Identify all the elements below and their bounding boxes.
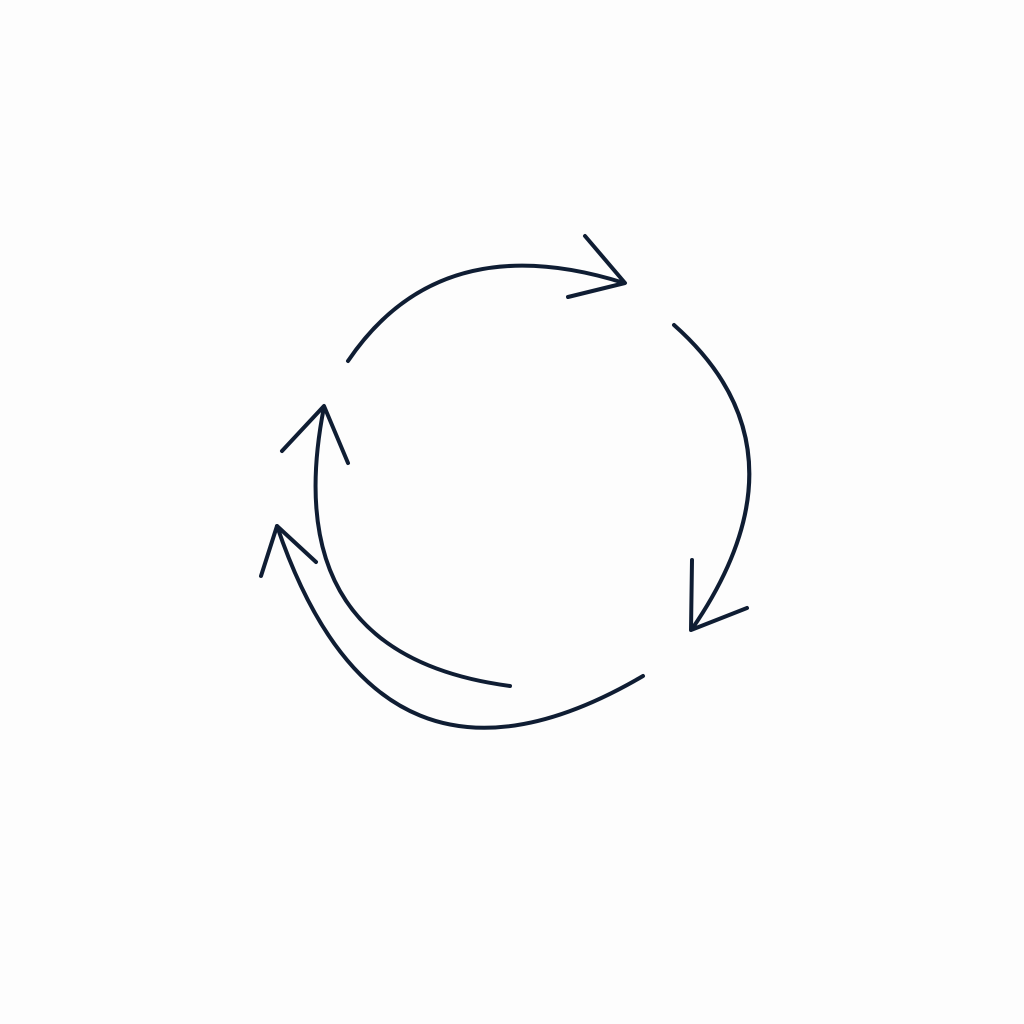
left-inner-arc bbox=[313, 405, 512, 688]
left-inner-arrowhead bbox=[280, 404, 350, 465]
bottom-outer-arrowhead bbox=[259, 524, 318, 578]
bottom-outer-arc bbox=[275, 524, 645, 730]
right-arc bbox=[672, 323, 752, 631]
right-arrowhead bbox=[689, 558, 749, 632]
cycle-arrows-group bbox=[259, 234, 752, 730]
top-arc bbox=[346, 263, 626, 363]
top-arrowhead bbox=[566, 234, 627, 299]
